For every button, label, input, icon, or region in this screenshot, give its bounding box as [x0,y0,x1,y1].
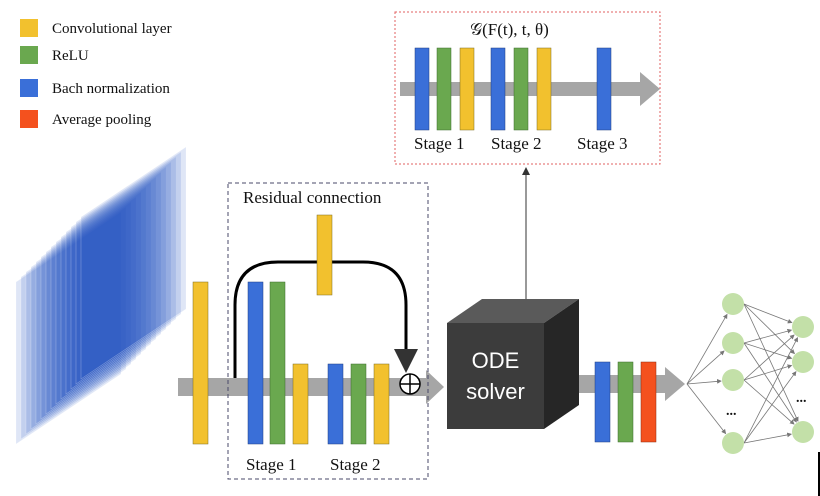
classifier-network [686,293,814,454]
input-feature-map [35,191,142,425]
legend-label-batchnorm: Bach normalization [52,81,170,97]
ode-function-title: 𝒢(F(t), t, θ) [470,20,549,39]
ode-solver-label-line2: solver [466,379,525,404]
hidden-node [722,369,744,391]
input-feature-map [70,156,177,390]
input-feature-map [20,206,127,440]
res-stage2-batchnorm [327,363,344,445]
res-stage1-relu [269,281,286,445]
input-conv-layer [192,281,209,445]
output-node [792,316,814,338]
ode-stage1-relu [436,47,452,131]
output-layer-ellipsis: ... [796,391,807,406]
res-stage1-batchnorm [247,281,264,445]
res-stage1-conv [292,363,309,445]
hidden-node [722,432,744,454]
hidden-node [722,332,744,354]
legend-swatch-avgpool [20,110,38,128]
input-feature-stack [15,146,187,445]
res-stage2-conv [373,363,390,445]
residual-block-frame [227,182,429,480]
input-to-hidden-edge [686,383,727,435]
legend-swatch-batchnorm [20,79,38,97]
hidden-to-output-edge [743,364,793,381]
input-feature-map [50,176,157,410]
hidden-to-output-edge [743,342,793,360]
input-feature-map [30,196,137,430]
output-node [792,351,814,373]
hidden-node [722,293,744,315]
ode-solver-cube [447,299,579,429]
ode-stage3-batchnorm [596,47,612,131]
res-stage2-label: Stage 2 [330,455,381,474]
hidden-to-output-edge [743,336,798,444]
residual-block-title: Residual connection [243,188,382,207]
input-feature-map [15,211,122,445]
post-avgpool [640,361,657,443]
hidden-to-output-edge [743,328,793,344]
input-to-hidden-edge [686,313,728,385]
legend-label-avgpool: Average pooling [52,112,152,128]
hidden-to-output-edge [743,334,795,381]
legend-swatch-conv [20,19,38,37]
post-relu [617,361,634,443]
input-to-hidden-edge [686,378,722,385]
hidden-to-output-edge [743,342,797,423]
hidden-to-output-edge [743,303,799,422]
input-feature-map [65,161,172,395]
input-feature-map [40,186,147,420]
ode-stage3-label: Stage 3 [577,134,628,153]
hidden-layer-ellipsis: ... [726,404,737,419]
ode-stage2-batchnorm [490,47,506,131]
input-to-hidden-edge [686,350,725,385]
hidden-to-output-edge [743,371,797,444]
ode-stage2-relu [513,47,529,131]
sum-node-icon [399,373,421,395]
ode-stage2-conv [536,47,552,131]
input-feature-map [80,146,187,380]
input-feature-map [45,181,152,415]
post-batchnorm [594,361,611,443]
input-feature-map [55,171,162,405]
legend-swatch-relu [20,46,38,64]
input-feature-map [60,166,167,400]
legend-label-relu: ReLU [52,48,89,64]
hidden-to-output-edge [743,379,795,425]
hidden-to-output-edge [743,303,793,324]
res-stage1-label: Stage 1 [246,455,297,474]
ode-stage2-label: Stage 2 [491,134,542,153]
output-node [792,421,814,443]
hidden-to-output-edge [743,303,796,355]
input-feature-map [75,151,182,385]
res-stage2-relu [350,363,367,445]
ode-stage1-conv [459,47,475,131]
ode-stage1-label: Stage 1 [414,134,465,153]
input-feature-map [25,201,132,435]
residual-skip-conv-layer [316,214,333,296]
ode-function-frame [394,11,661,165]
ode-stage1-batchnorm [414,47,430,131]
hidden-to-output-edge [743,432,792,444]
ode-solver-label-line1: ODE [471,348,520,373]
legend-label-conv: Convolutional layer [52,21,172,37]
